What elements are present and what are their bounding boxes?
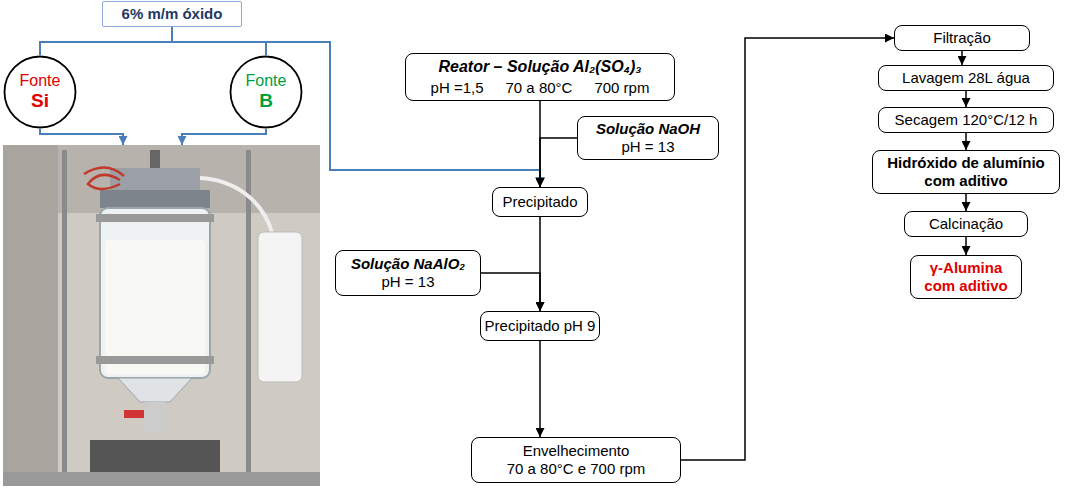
outlet-valve — [145, 402, 165, 432]
process-box: Lavagem 28L água — [878, 65, 1054, 91]
flow-connector — [481, 273, 540, 311]
flow-connector — [965, 237, 967, 255]
node-text: Precipitado pH 9 — [485, 317, 596, 335]
node-text: Reator – Solução Al₂(SO₄)₃ — [414, 57, 666, 76]
heating-wires — [84, 167, 124, 189]
node-text: pH =1,5 — [431, 79, 484, 97]
process-box: Precipitado — [492, 187, 588, 217]
reactor-flange — [100, 190, 210, 208]
node-text: pH = 13 — [344, 273, 472, 291]
vessel-bottom — [118, 378, 192, 402]
node-text: B — [229, 90, 303, 113]
node-text: γ-Alumina com aditivo — [919, 259, 1013, 295]
product-box: γ-Alumina com aditivo — [910, 255, 1022, 299]
node-text: Secagem 120°C/12 h — [887, 111, 1045, 129]
bench — [3, 472, 320, 486]
clamp — [96, 356, 214, 364]
node-text: Hidróxido de alumínio com aditivo — [881, 154, 1051, 190]
process-box: Filtração — [894, 25, 1030, 51]
node-text: Envelhecimento — [480, 442, 672, 460]
reagent-box: Solução NaOHpH = 13 — [577, 116, 719, 160]
feed-arrow — [40, 129, 123, 145]
reactor-illustration — [3, 145, 320, 486]
flow-connector — [965, 133, 967, 150]
node-text: 70 a 80°C — [506, 79, 573, 97]
reagent-box: Solução NaAlO₂pH = 13 — [335, 250, 481, 296]
photo-background — [3, 145, 320, 486]
node-text: 70 a 80°C e 700 rpm — [480, 460, 672, 478]
node-text: pH = 13 — [586, 138, 710, 156]
source-circle: FonteSi — [3, 55, 77, 129]
glass-vessel — [100, 208, 210, 378]
reactor-lid — [110, 168, 200, 190]
bottle — [258, 232, 302, 382]
node-text: 700 rpm — [594, 79, 649, 97]
flow-connector — [965, 194, 967, 211]
node-text: Precipitado — [501, 193, 579, 211]
source-circle: FonteB — [229, 55, 303, 129]
process-box: Calcinação — [904, 211, 1028, 237]
flow-connector — [172, 27, 540, 187]
flow-connector — [961, 51, 963, 65]
flow-connector — [965, 91, 967, 107]
node-text: Fonte — [3, 71, 77, 90]
node-text: Solução NaAlO₂ — [344, 255, 472, 273]
node-text: Lavagem 28L água — [887, 69, 1045, 87]
flow-connector — [40, 27, 172, 55]
node-text: Calcinação — [913, 215, 1019, 233]
stand-rod — [62, 150, 67, 475]
flow-connector — [539, 341, 541, 437]
reactor-box: Reator – Solução Al₂(SO₄)₃ pH =1,5 70 a 80… — [405, 53, 675, 101]
process-box: Secagem 120°C/12 h — [878, 107, 1054, 133]
process-box: Envelhecimento70 a 80°C e 700 rpm — [471, 437, 681, 483]
product-box: Hidróxido de alumínio com aditivo — [872, 150, 1060, 194]
base — [90, 440, 220, 472]
flow-connector — [681, 38, 894, 460]
additive-box: 6% m/m óxido — [102, 1, 242, 27]
node-text: Filtração — [903, 29, 1021, 47]
node-text: Si — [3, 90, 77, 113]
node-text: Fonte — [229, 71, 303, 90]
flow-connector — [540, 138, 577, 187]
clamp — [96, 214, 214, 222]
valve-handle — [124, 410, 144, 418]
stirrer-shaft — [150, 150, 160, 170]
process-box: Precipitado pH 9 — [480, 311, 600, 341]
node-text: 6% m/m óxido — [111, 5, 233, 23]
feed-arrow — [182, 129, 266, 145]
node-text: Solução NaOH — [586, 120, 710, 138]
photo-wall — [3, 145, 58, 486]
suspension — [105, 240, 205, 374]
